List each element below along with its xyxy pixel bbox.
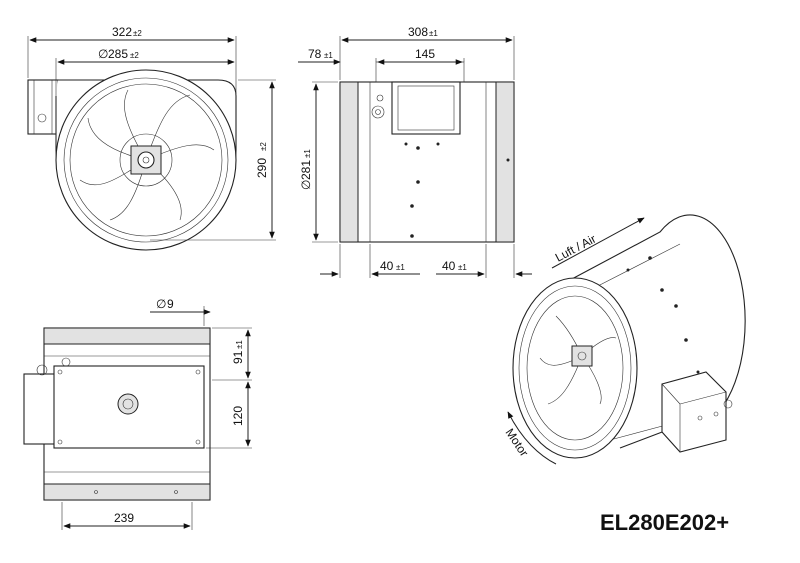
side-terminal-box — [391, 81, 461, 135]
iso-terminal-box — [661, 371, 727, 453]
top-motor-hub — [117, 393, 139, 415]
iso-hub — [571, 345, 593, 367]
side-flange-left-value: 40 — [380, 259, 394, 273]
side-flange-right-tol: ±1 — [458, 263, 467, 272]
iso-rivets — [626, 256, 700, 374]
side-flange-right — [495, 81, 515, 243]
front-diameter-symbol: ∅ — [98, 47, 108, 61]
side-diameter-symbol: ∅ — [299, 180, 313, 190]
side-flange-left — [339, 81, 359, 243]
top-dist-91-value: 91 — [231, 350, 245, 364]
side-length-tol: ±1 — [429, 29, 438, 38]
top-view: ∅ 9 91 ±1 120 239 — [23, 297, 252, 530]
airflow-arrow — [551, 217, 645, 269]
front-width-tol: ±2 — [133, 29, 142, 38]
top-flange-lower — [43, 483, 211, 501]
front-diameter-value: 285 — [108, 47, 128, 61]
side-length-value: 308 — [408, 25, 428, 39]
top-screws — [57, 369, 201, 494]
front-height-value: 290 — [255, 158, 269, 178]
motor-rotation-arrow — [507, 411, 557, 465]
top-width-239-value: 239 — [114, 511, 134, 525]
side-offset-value: 78 — [308, 47, 322, 61]
model-title: EL280E202+ — [600, 510, 730, 535]
side-cable-gland-icon — [371, 105, 385, 119]
front-diameter-tol: ±2 — [130, 51, 139, 60]
top-flange-upper — [43, 327, 211, 345]
top-hole-symbol: ∅ — [156, 297, 166, 311]
top-terminal-box — [23, 373, 57, 445]
front-height-tol: ±2 — [259, 142, 268, 151]
side-view: 308 ±1 78 ±1 145 ∅ 281 ±1 40 ±1 40 ±1 — [298, 25, 532, 278]
side-flange-right-value: 40 — [442, 259, 456, 273]
iso-front-face — [512, 277, 638, 459]
iso-cable-gland-icon — [723, 399, 733, 409]
front-terminal-box — [27, 79, 59, 135]
side-offset-tol: ±1 — [324, 51, 333, 60]
side-diameter-tol: ±1 — [303, 149, 312, 158]
side-box-width-value: 145 — [415, 47, 435, 61]
front-width-value: 322 — [112, 25, 132, 39]
airflow-label: Luft / Air — [553, 232, 598, 265]
motor-label: Motor — [503, 426, 532, 459]
side-flange-left-tol: ±1 — [396, 263, 405, 272]
top-dist-91-tol: ±1 — [235, 340, 244, 349]
front-view: 322 ±2 ∅ 285 ±2 290 ±2 — [27, 25, 276, 251]
top-hole-value: 9 — [167, 297, 174, 311]
side-rivets — [404, 142, 510, 238]
front-cable-gland-icon — [37, 113, 47, 123]
side-diameter-value: 281 — [299, 160, 313, 180]
top-dist-120-value: 120 — [231, 406, 245, 426]
top-cable-gland-icon — [36, 364, 48, 376]
iso-view: Luft / Air Motor — [503, 214, 746, 465]
